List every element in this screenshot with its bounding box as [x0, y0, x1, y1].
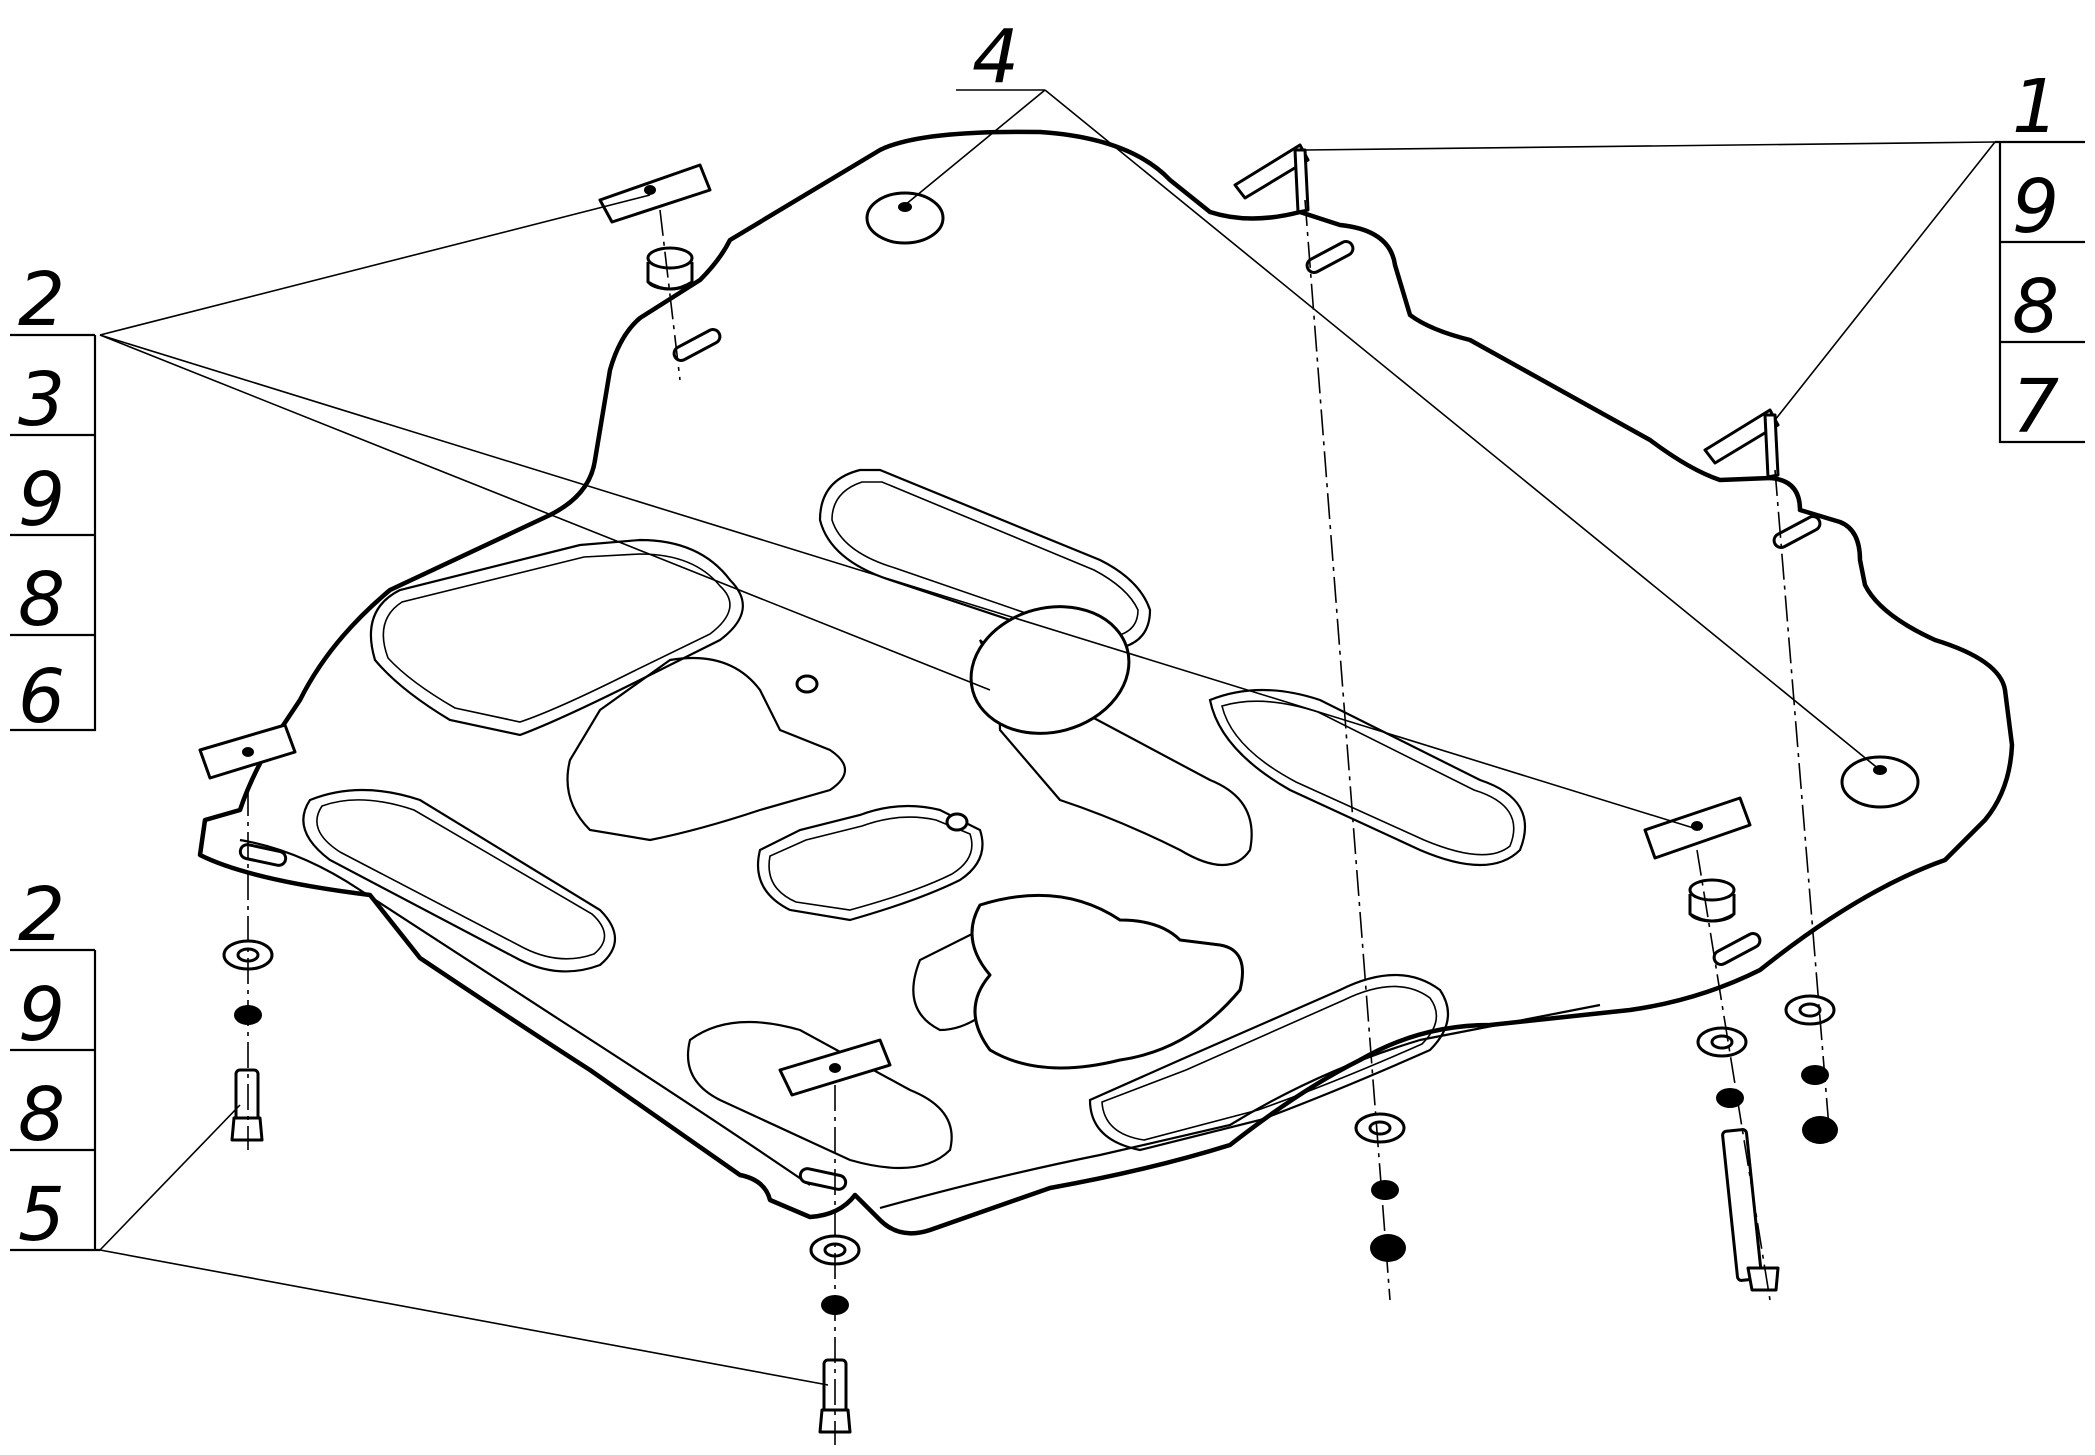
callout-number: 4: [972, 14, 1019, 100]
callout-group-top-left: 2 3 9 8 6: [10, 257, 97, 740]
fastener-stack-front: [809, 1234, 861, 1434]
callout-number: 7: [2012, 364, 2059, 450]
callout-number: 9: [2012, 164, 2059, 250]
bracket-left: [198, 723, 297, 780]
callout-number: 2: [18, 872, 65, 958]
callout-group-top-right: 1 9 8 7: [1995, 64, 2085, 450]
bracket-top-left: [598, 163, 712, 224]
fastener-stack-center: [1354, 1112, 1406, 1262]
stiffening-ribs: [302, 468, 1527, 1170]
callout-number: 8: [18, 1072, 65, 1158]
bracket-top-right-2: [1703, 408, 1780, 479]
assembly-axes: [247, 199, 1831, 1445]
fastener-stack-left: [222, 939, 274, 1142]
bracket-front: [778, 1038, 892, 1097]
callout-single-top: 4: [972, 14, 1019, 100]
callout-number: 1: [2012, 64, 2059, 150]
callout-number: 5: [18, 1172, 65, 1258]
fastener-stack-far-right: [1784, 994, 1838, 1144]
spacer-top-left: [646, 246, 694, 291]
callout-number: 3: [18, 357, 65, 443]
callout-number: 2: [18, 257, 65, 343]
bracket-top-right-1: [1233, 143, 1310, 214]
leader-lines: [99, 89, 1996, 1386]
fastener-stack-right: [1696, 1026, 1780, 1292]
callout-number: 8: [2012, 264, 2059, 350]
skid-plate: [197, 129, 2015, 1236]
callout-group-bottom-left: 2 9 8 5: [10, 872, 100, 1258]
callout-number: 9: [18, 972, 65, 1058]
callout-number: 9: [18, 457, 65, 543]
callout-number: 8: [18, 557, 65, 643]
callout-number: 6: [18, 654, 65, 740]
spacer-right: [1688, 878, 1736, 923]
